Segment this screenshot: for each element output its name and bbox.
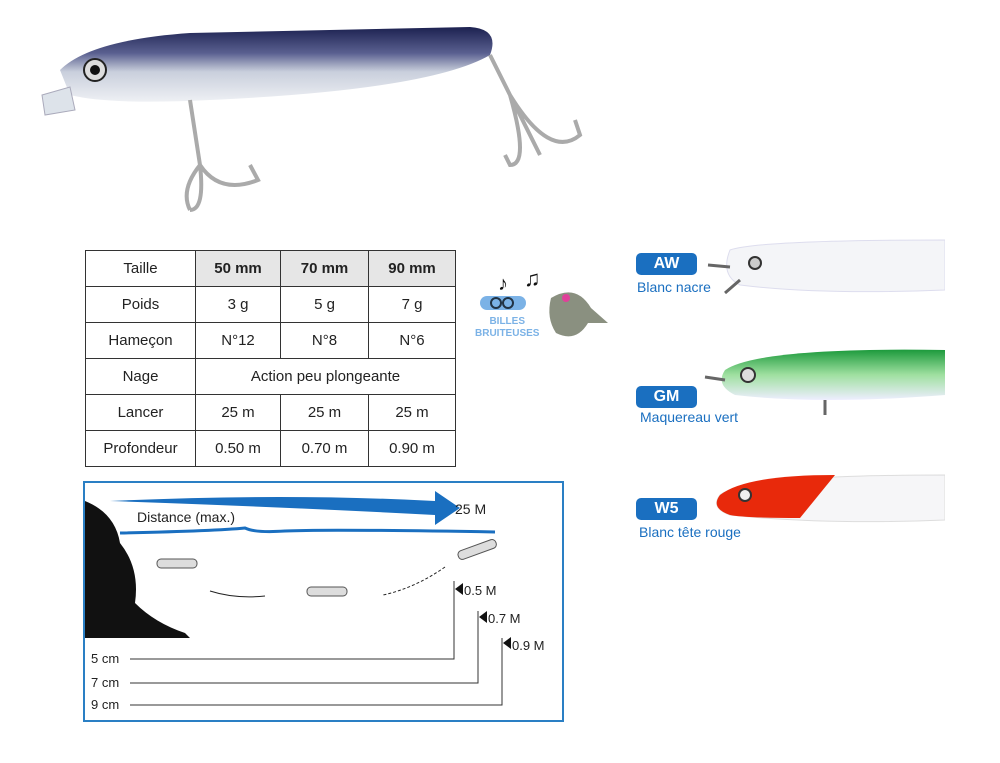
cell: 25 m — [368, 394, 456, 431]
row-label: Lancer — [85, 394, 196, 431]
color-name: Maquereau vert — [640, 409, 739, 425]
row-label: Profondeur — [85, 430, 196, 467]
depth-label: 0.5 M — [464, 583, 497, 598]
rattle-fish-icon: ♪♫ — [480, 268, 608, 337]
size-label: 9 cm — [91, 697, 120, 712]
size-label: 5 cm — [91, 651, 120, 666]
size-cell: 70 mm — [280, 250, 369, 287]
svg-text:♫: ♫ — [524, 268, 541, 291]
cell: 3 g — [195, 286, 281, 323]
color-name: Blanc tête rouge — [639, 524, 741, 540]
rattle-label-line2: BRUITEUSES — [475, 328, 540, 339]
color-badge-w5: W5 — [636, 498, 697, 520]
cell: N°8 — [280, 322, 369, 359]
color-badge-aw: AW — [636, 253, 697, 275]
cell: 5 g — [280, 286, 369, 323]
main-lure-image — [41, 27, 583, 212]
depth-label: 0.9 M — [512, 638, 545, 653]
distance-label: Distance (max.) — [137, 509, 236, 525]
cell: N°6 — [368, 322, 456, 359]
cell: 0.90 m — [368, 430, 456, 467]
size-cell: 90 mm — [368, 250, 456, 287]
depth-label: 0.7 M — [488, 611, 521, 626]
rattle-label-line1: BILLES — [489, 316, 525, 327]
distance-arrow — [110, 491, 460, 525]
row-label: Hameçon — [85, 322, 196, 359]
color-name: Blanc nacre — [637, 279, 711, 295]
lure-aw-image — [707, 239, 945, 295]
lure-gm-image — [704, 349, 945, 415]
row-label: Taille — [85, 250, 196, 287]
cell: 7 g — [368, 286, 456, 323]
cell: Action peu plongeante — [195, 358, 456, 395]
size-cell: 50 mm — [195, 250, 281, 287]
water-surface — [119, 526, 496, 535]
row-label: Poids — [85, 286, 196, 323]
distance-value: 25 M — [455, 501, 487, 517]
color-badge-gm: GM — [636, 386, 697, 408]
cell: 0.50 m — [195, 430, 281, 467]
cell: 0.70 m — [280, 430, 369, 467]
svg-text:♪: ♪ — [498, 273, 508, 295]
diagram-graphics — [85, 491, 511, 706]
cliff — [85, 501, 190, 638]
row-label: Nage — [85, 358, 196, 395]
lure-w5-image — [716, 474, 945, 523]
depth-diagram: Distance (max.) 25 M 0.5 M 0.7 M 0.9 M 5… — [83, 481, 564, 722]
cell: N°12 — [195, 322, 281, 359]
cell: 25 m — [280, 394, 369, 431]
cell: 25 m — [195, 394, 281, 431]
size-label: 7 cm — [91, 675, 120, 690]
